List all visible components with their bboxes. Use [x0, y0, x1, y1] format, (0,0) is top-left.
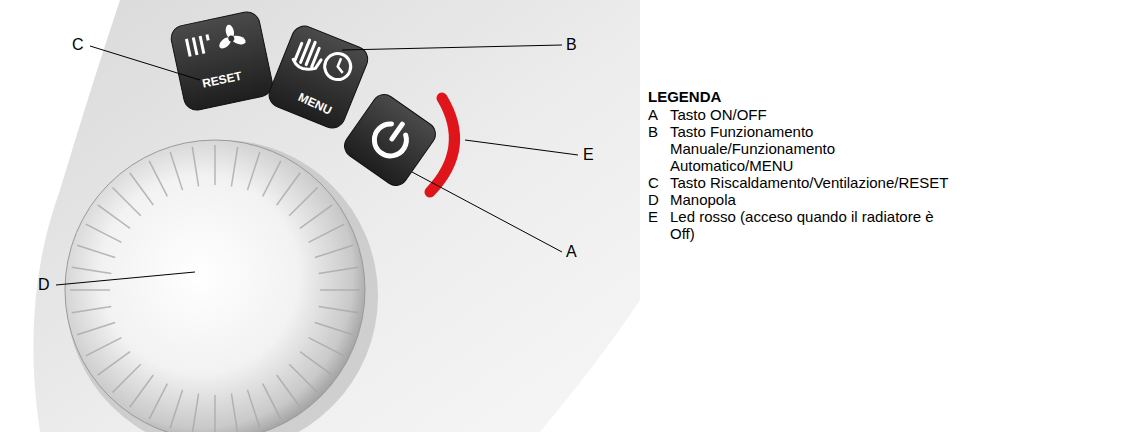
knob-ridge: [263, 161, 281, 197]
heat-fan-button: [214, 22, 248, 52]
legend-key: D: [648, 191, 659, 208]
knob-ridge: [319, 306, 359, 312]
knob-ridge: [263, 384, 281, 420]
leader-lines: [342, 45, 562, 50]
knob-ridge: [98, 205, 130, 229]
power-button: [368, 120, 411, 163]
mode-menu-button: [321, 50, 355, 84]
legend-key: E: [648, 208, 658, 225]
knob-ridge: [320, 289, 360, 291]
mode-menu-button: [336, 58, 347, 73]
knob-ridge: [309, 338, 345, 356]
knob-ridge: [130, 375, 154, 407]
knob-ridge: [112, 187, 140, 215]
heat-fan-button: [169, 10, 275, 113]
knob-ridge: [300, 205, 332, 229]
knob-ridge: [192, 394, 198, 432]
knob-ridge: [231, 394, 237, 432]
knob-ridge: [231, 147, 237, 187]
knob-ridge: [192, 147, 198, 187]
mode-menu-button: [291, 37, 326, 74]
heat-fan-button: [207, 35, 208, 41]
knob-ridge: [170, 152, 182, 190]
callout-letter: A: [566, 243, 577, 261]
power-button: [340, 90, 440, 190]
legend-key: C: [648, 174, 659, 191]
knob-ridge: [149, 384, 167, 420]
leader-lines: [465, 140, 578, 155]
power-button: [340, 90, 440, 190]
heat-fan-button: [193, 37, 197, 55]
knob-ridge: [277, 375, 301, 407]
heat-fan-button: [186, 39, 190, 57]
knob-ridge: [130, 173, 154, 205]
callout-letter: B: [566, 36, 577, 54]
knob-ridge: [214, 145, 216, 185]
callout-letter: D: [38, 276, 50, 294]
knob-ridge: [247, 152, 259, 190]
heat-fan-button: [169, 10, 275, 113]
red-led: [430, 98, 455, 192]
knob-ridge: [70, 289, 110, 291]
knob-ridge: [289, 187, 317, 215]
knob-ridge: [98, 352, 130, 376]
legend-text: Led rosso (acceso quando il radiatore è …: [670, 208, 955, 242]
legend-text: Manopola: [670, 191, 970, 208]
knob-ridge: [277, 173, 301, 205]
knob-shadow: [66, 140, 378, 432]
legend-key: B: [648, 123, 658, 140]
knob-ridge: [77, 245, 115, 257]
knob-ridge: [77, 322, 115, 334]
legend-text: Tasto Funzionamento Manuale/Funzionament…: [670, 123, 900, 174]
leader-lines: [412, 172, 562, 252]
knob-ridge: [214, 395, 216, 432]
knob-ridge: [149, 161, 167, 197]
callout-letter: E: [583, 146, 594, 164]
knob-ridge: [319, 267, 359, 273]
knob-ridge: [247, 390, 259, 428]
heat-fan-button: [186, 35, 210, 57]
knob-ridge: [315, 245, 353, 257]
legend-text: Tasto ON/OFF: [670, 106, 970, 123]
legend-heading: LEGENDA: [648, 88, 721, 105]
knob-ridge: [112, 364, 140, 392]
knob-ridges: [70, 145, 360, 432]
knob-ridge: [300, 352, 332, 376]
power-button: [392, 124, 402, 139]
knob-ridge: [315, 322, 353, 334]
knob-ridge: [289, 364, 317, 392]
callout-letter: C: [72, 36, 84, 54]
knob-ridge: [170, 390, 182, 428]
leader-lines: [56, 45, 578, 285]
leader-lines: [90, 46, 200, 80]
leader-lines: [56, 272, 195, 285]
knob: [65, 140, 365, 432]
knob-ridge: [72, 267, 112, 273]
heat-fan-button: [200, 36, 204, 54]
mode-menu-button: [265, 22, 371, 132]
knob-ridge: [309, 224, 345, 242]
legend-text: Tasto Riscaldamento/Ventilazione/RESET: [670, 174, 980, 191]
knob-ridge: [86, 224, 122, 242]
heat-fan-button: [228, 35, 235, 42]
knob-ridge: [72, 306, 112, 312]
knob-ridge: [86, 338, 122, 356]
legend-key: A: [648, 106, 658, 123]
mode-menu-button: [265, 22, 371, 132]
